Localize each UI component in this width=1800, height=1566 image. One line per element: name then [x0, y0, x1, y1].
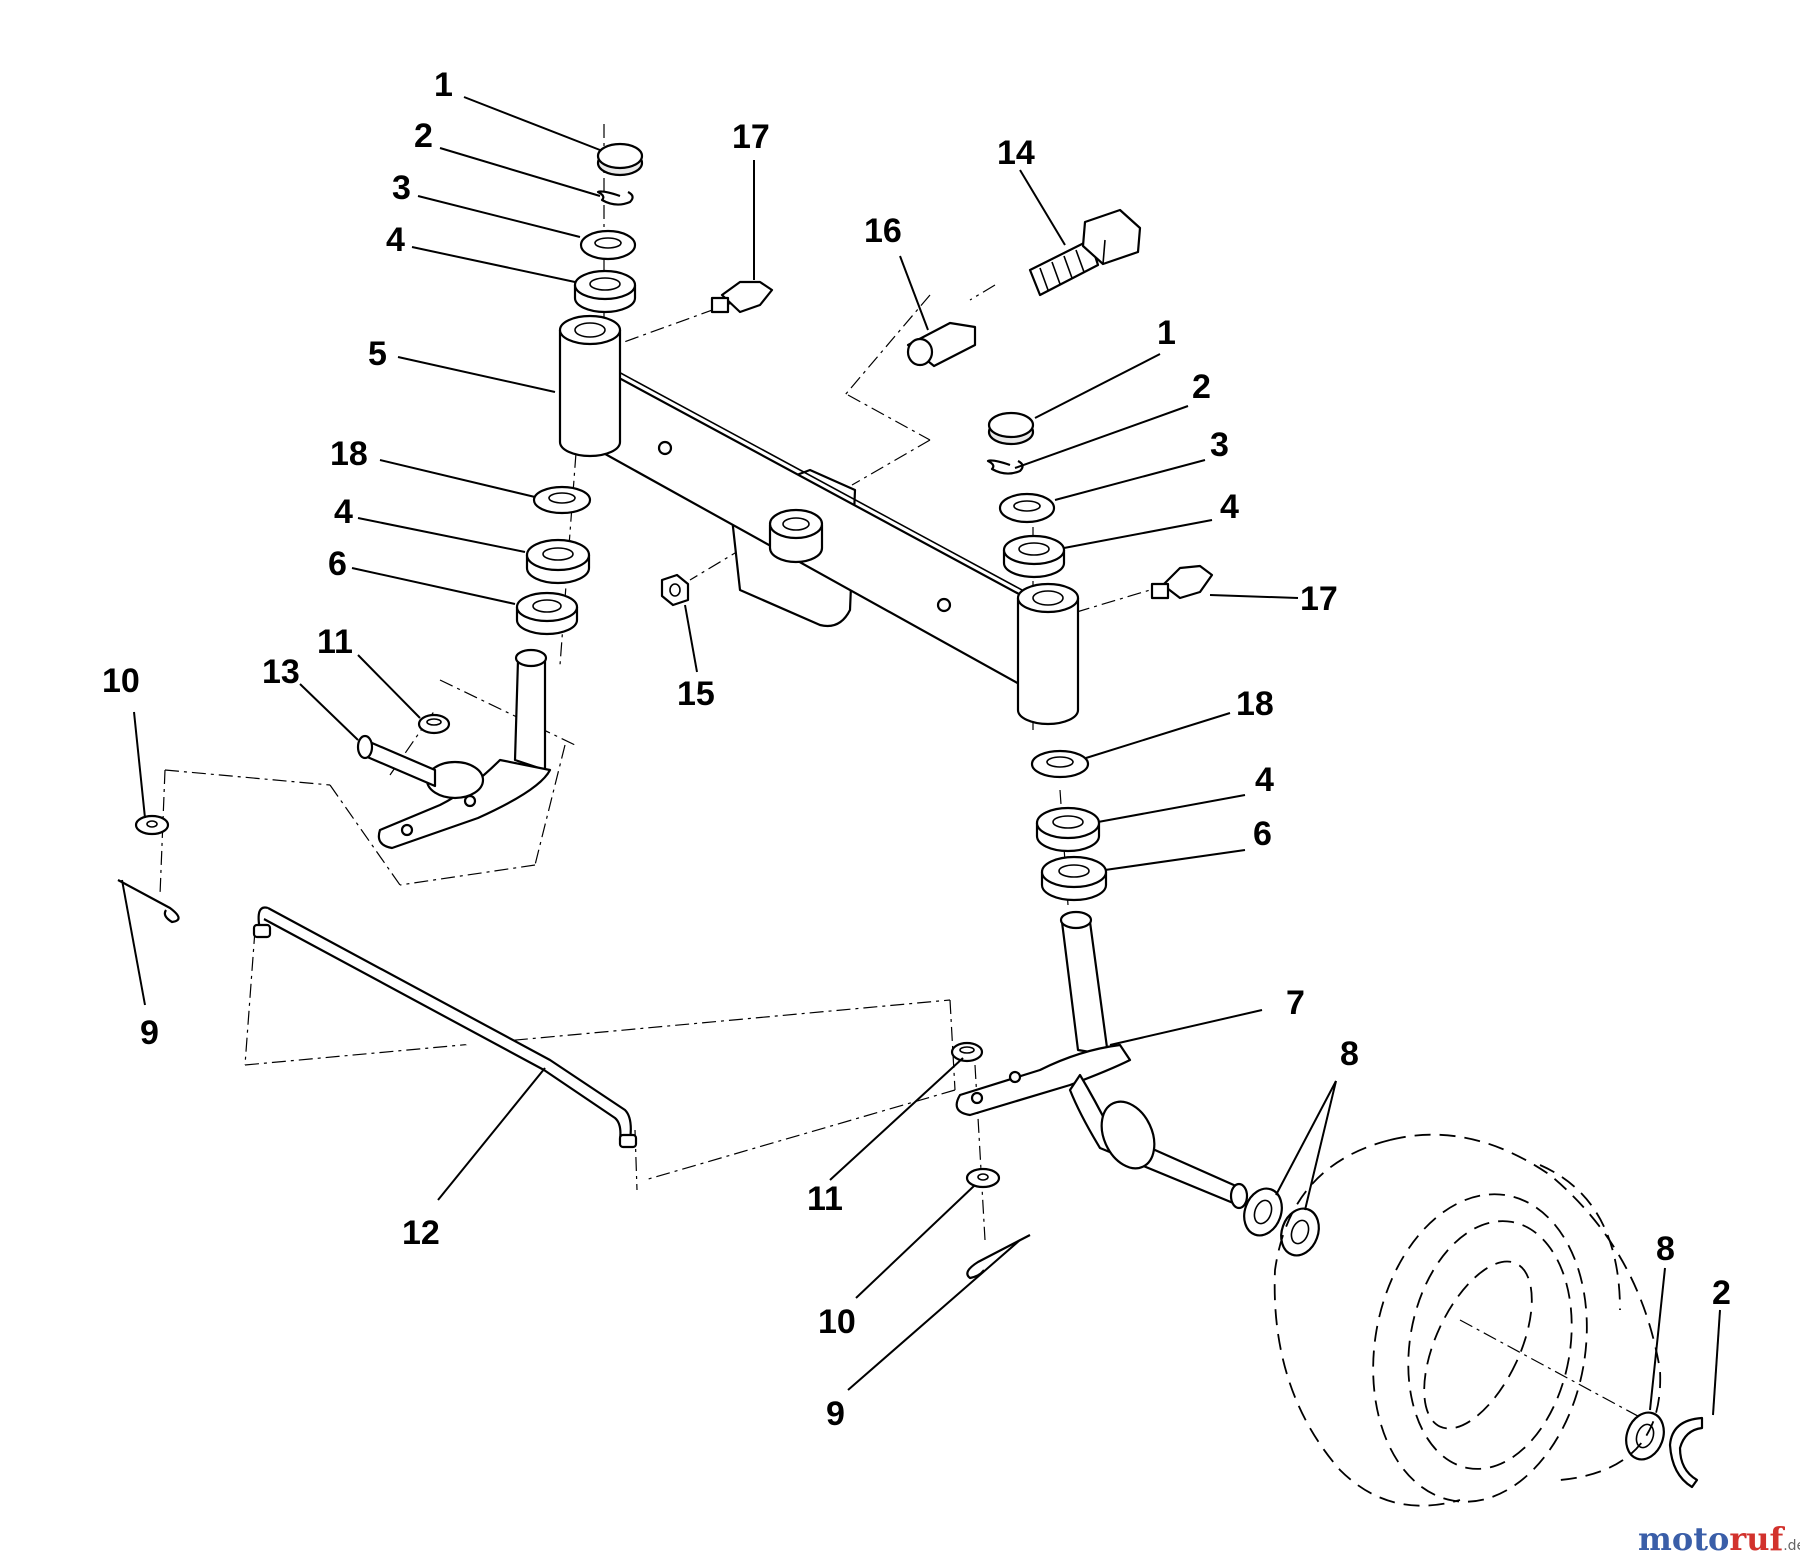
- callout-15: 15: [677, 675, 715, 713]
- callout-17-top: 17: [732, 118, 770, 156]
- callout-2-top-left: 2: [414, 117, 433, 155]
- right-upper-stack: [986, 411, 1066, 579]
- washer-10-left: [134, 814, 170, 836]
- watermark-part-a: moto: [1638, 1520, 1729, 1558]
- callout-16: 16: [864, 212, 902, 250]
- watermark-suffix: .de: [1783, 1538, 1800, 1554]
- washer-3-left: [579, 229, 637, 261]
- grease-fitting-11-right: [950, 1041, 984, 1063]
- callout-7: 7: [1286, 984, 1305, 1022]
- callout-3-right: 3: [1210, 426, 1229, 464]
- grease-fitting-17-right: [1150, 564, 1214, 600]
- callout-1-right: 1: [1157, 314, 1176, 352]
- grease-fitting-17-upper: [710, 280, 774, 314]
- bushing-4-lower-right: [1035, 806, 1101, 853]
- e-ring-2-outer: [1668, 1416, 1704, 1489]
- washer-10-right: [965, 1167, 1001, 1189]
- bolt-14: [1028, 208, 1142, 297]
- grease-fitting-11-left: [417, 713, 451, 735]
- callout-10-left: 10: [102, 662, 140, 700]
- callout-8-pair: 8: [1340, 1035, 1359, 1073]
- e-ring-left: [596, 190, 634, 206]
- callout-13: 13: [262, 653, 300, 691]
- hub-cap-right: [987, 411, 1035, 446]
- hub-cap-left: [596, 142, 644, 177]
- callout-18-right: 18: [1236, 685, 1274, 723]
- phantom-lines: [159, 124, 1661, 1429]
- callout-5: 5: [368, 335, 387, 373]
- left-spindle-stack: [573, 142, 644, 314]
- axle-beam: [558, 314, 1080, 726]
- callout-labels: 1 2 3 4 5 18 4 6 11 13 10 9 12 17 16 14 …: [102, 66, 1731, 1433]
- callout-11-right: 11: [807, 1180, 843, 1218]
- callout-2-right: 2: [1192, 368, 1211, 406]
- right-lower-stack: [950, 749, 1704, 1489]
- callout-4-lower-right: 4: [1255, 761, 1274, 799]
- cotter-pin-9-left: [117, 879, 180, 924]
- cotter-pin-9-right: [966, 1234, 1031, 1280]
- washer-3-right: [998, 492, 1056, 524]
- callout-4-top-left: 4: [386, 221, 405, 259]
- callout-1-top-left: 1: [434, 66, 453, 104]
- callout-17-right: 17: [1300, 580, 1338, 618]
- callout-6-left: 6: [328, 545, 347, 583]
- callout-14: 14: [997, 134, 1035, 172]
- pivot-pin-16: [906, 321, 977, 368]
- callout-3-top-left: 3: [392, 169, 411, 207]
- leader-lines: [121, 96, 1721, 1416]
- callout-9-right: 9: [826, 1395, 845, 1433]
- bushing-4-upper-right: [1002, 534, 1066, 579]
- bushing-6-right: [1040, 855, 1108, 902]
- spindle-left: [356, 648, 552, 850]
- spindle-right: [955, 910, 1249, 1210]
- washer-18-right: [1030, 749, 1090, 779]
- watermark-part-b: ruf: [1729, 1520, 1785, 1558]
- watermark-logo: motoruf.de: [1638, 1520, 1800, 1558]
- e-ring-right: [986, 459, 1024, 475]
- callout-2-outer: 2: [1712, 1274, 1731, 1312]
- svg-text:motoruf.de: motoruf.de: [1638, 1520, 1800, 1558]
- callout-6-right: 6: [1253, 815, 1272, 853]
- bushing-4-lower-left: [525, 538, 591, 585]
- callout-18-left: 18: [330, 435, 368, 473]
- bushing-6-left: [515, 591, 579, 636]
- callout-10-right: 10: [818, 1303, 856, 1341]
- callout-9-left: 9: [140, 1014, 159, 1052]
- callout-11-left: 11: [317, 623, 353, 661]
- washer-8-outer: [1625, 1411, 1665, 1461]
- nut-15: [660, 573, 690, 607]
- left-lower-stack: [117, 485, 592, 924]
- callout-4-mid-left: 4: [334, 493, 353, 531]
- washer-18-left: [532, 485, 592, 515]
- front-wheel-phantom: [1273, 1133, 1662, 1507]
- washers-8-pair: [1243, 1187, 1320, 1257]
- bushing-4-upper-left: [573, 269, 637, 314]
- callout-12: 12: [402, 1214, 440, 1252]
- callout-8-outer: 8: [1656, 1230, 1675, 1268]
- callout-4-upper-right: 4: [1220, 488, 1239, 526]
- tie-rod-12: [252, 906, 638, 1149]
